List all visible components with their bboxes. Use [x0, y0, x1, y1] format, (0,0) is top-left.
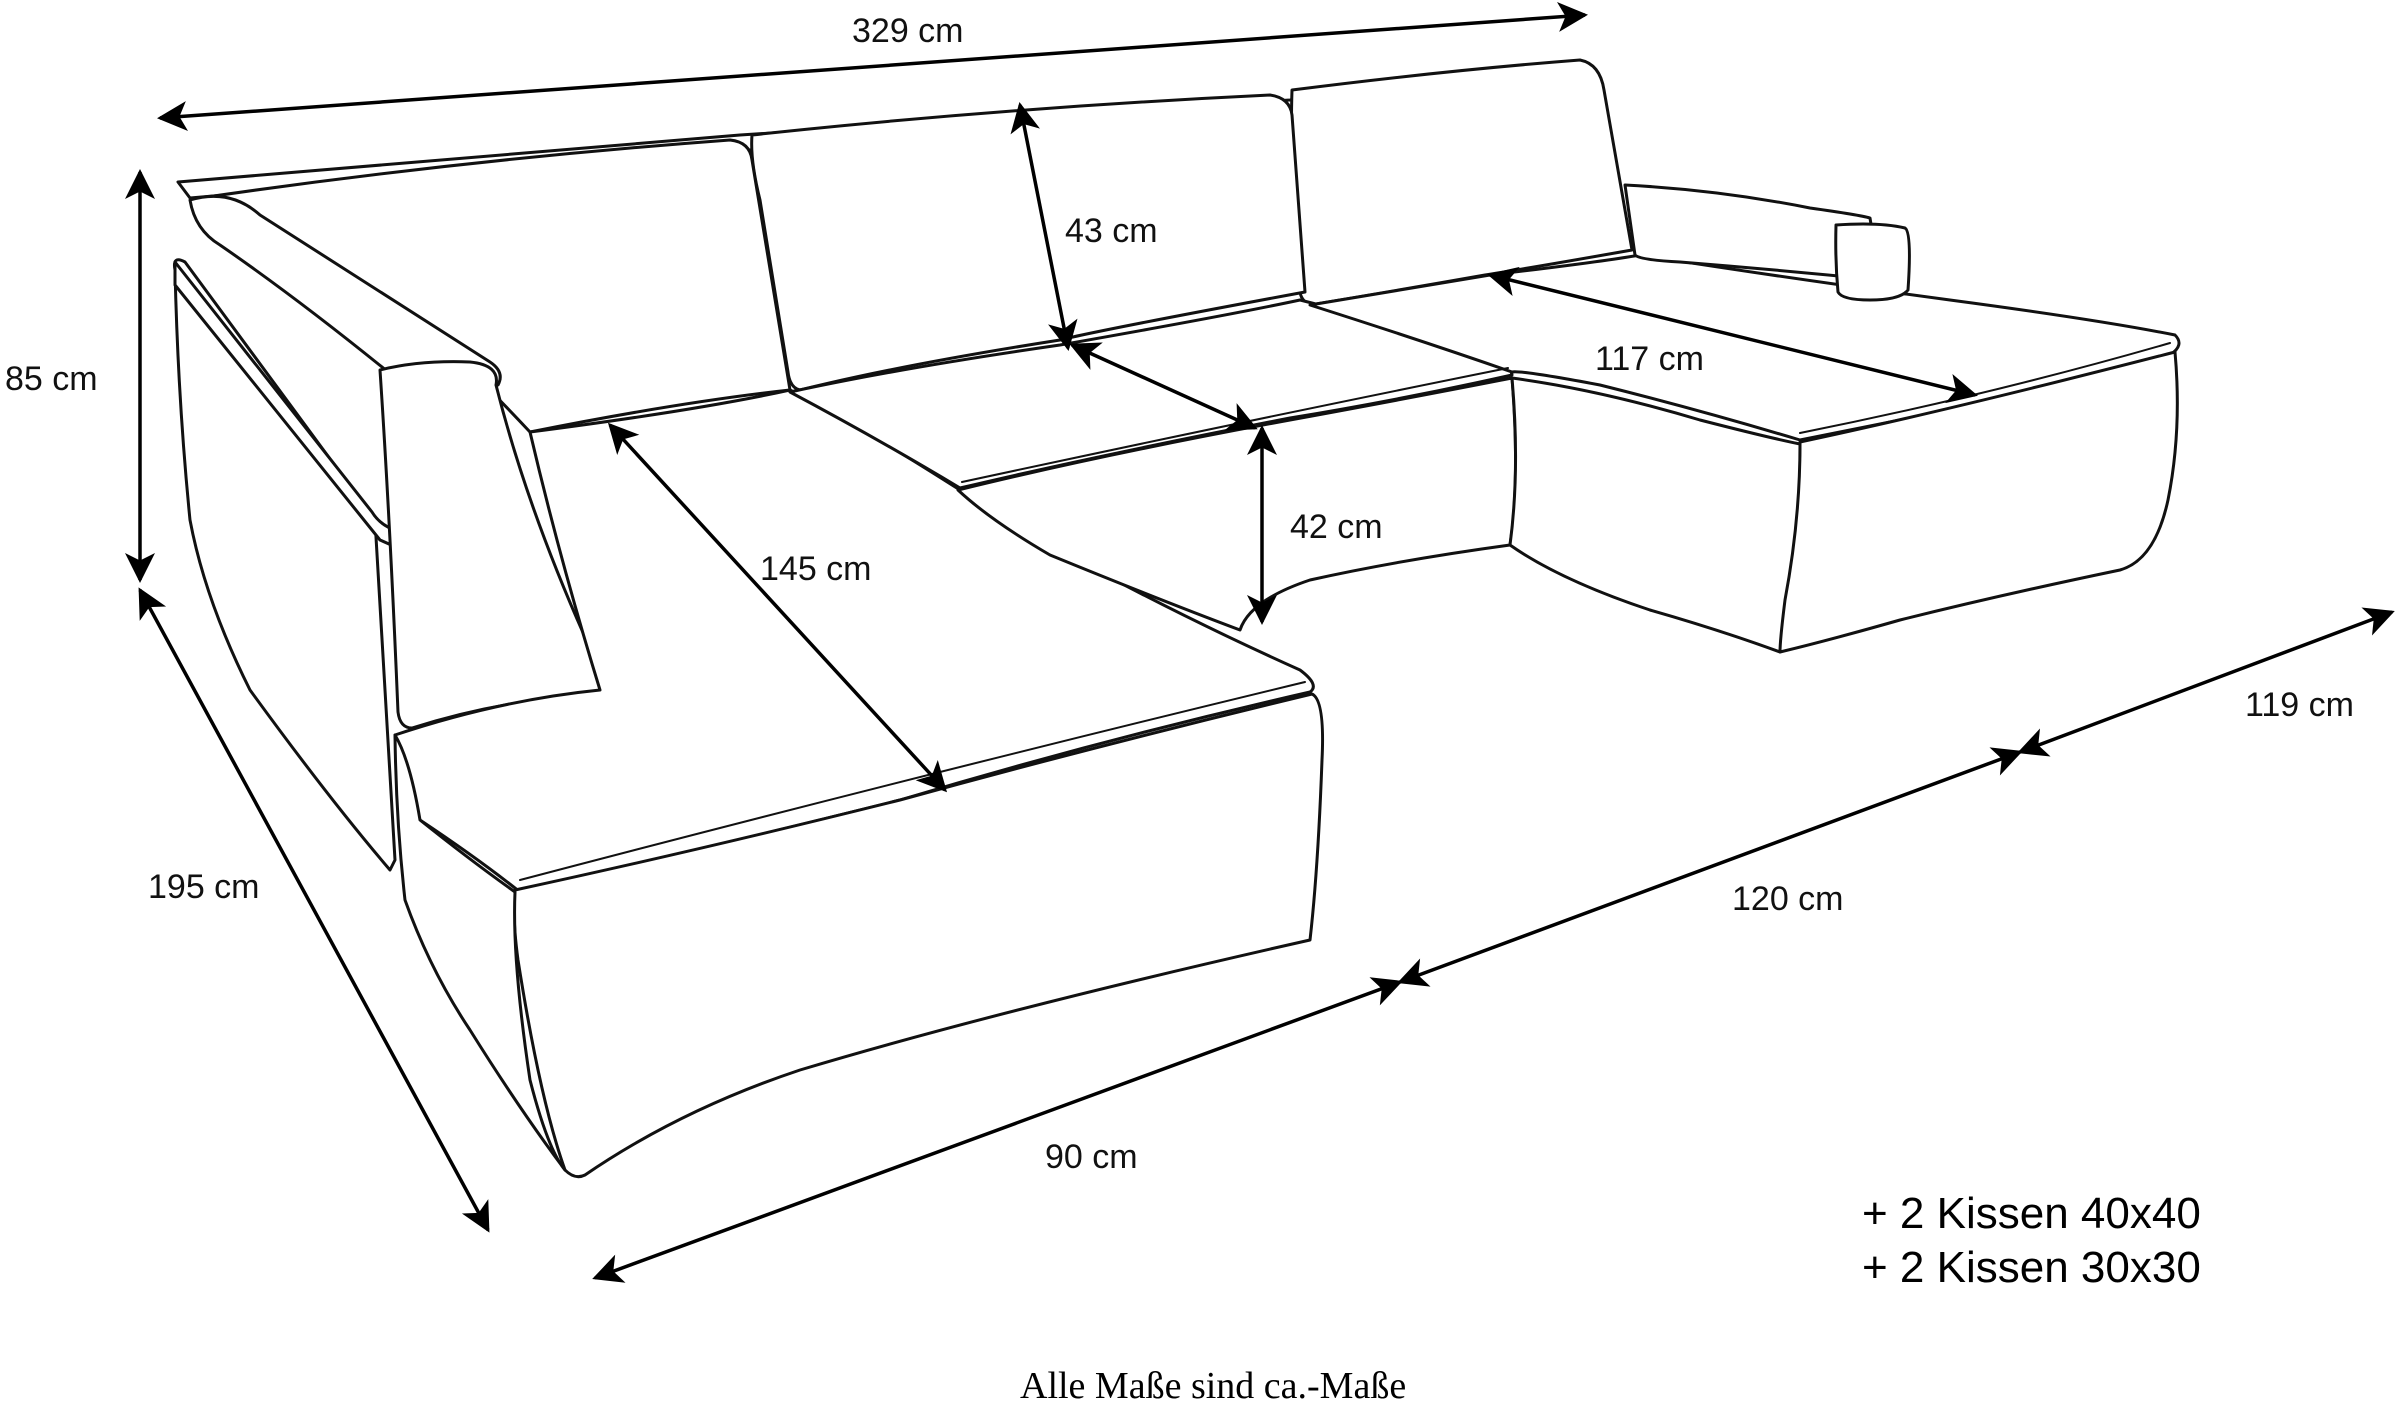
label-back-cushion-height: 43 cm	[1065, 212, 1158, 250]
seam-right-chaise	[1799, 342, 2171, 434]
label-left-chaise-length: 145 cm	[760, 550, 872, 588]
dim-front-segment-1	[592, 977, 1403, 1283]
dim-middle-seat-depth	[1069, 342, 1258, 431]
label-front-segment-1: 90 cm	[1045, 1138, 1138, 1176]
label-right-chaise-length: 117 cm	[1595, 340, 1704, 378]
label-left-depth: 195 cm	[148, 868, 260, 906]
dim-front-segment-3	[2017, 607, 2395, 757]
pillows-note: + 2 Kissen 40x40 + 2 Kissen 30x30	[1862, 1189, 2201, 1292]
dim-left-chaise-length	[607, 422, 948, 793]
dimension-lines	[125, 1, 2395, 1283]
label-total-width: 329 cm	[852, 12, 964, 50]
sofa-drawing	[173, 58, 2181, 1179]
dim-left-depth	[138, 587, 490, 1233]
dim-back-cushion-height	[1010, 102, 1078, 351]
dim-total-width	[157, 1, 1588, 132]
right-chaise-side	[1508, 376, 1802, 654]
pillows-line-1: + 2 Kissen 40x40	[1862, 1189, 2201, 1238]
label-seat-height: 42 cm	[1290, 508, 1383, 546]
label-front-segment-2: 120 cm	[1732, 880, 1844, 918]
right-pillow	[1834, 222, 1911, 302]
pillows-line-2: + 2 Kissen 30x30	[1862, 1243, 2201, 1292]
label-total-height: 85 cm	[5, 360, 98, 398]
dim-front-segment-2	[1397, 747, 2023, 987]
dimension-labels: 329 cm 85 cm 43 cm 42 cm 145 cm 117 cm 1…	[5, 12, 2354, 1176]
footnote: Alle Maße sind ca.-Maße	[1020, 1365, 1406, 1407]
label-front-segment-3: 119 cm	[2245, 686, 2354, 724]
middle-seat-front	[956, 376, 1518, 632]
dim-right-chaise-length	[1487, 266, 1978, 404]
